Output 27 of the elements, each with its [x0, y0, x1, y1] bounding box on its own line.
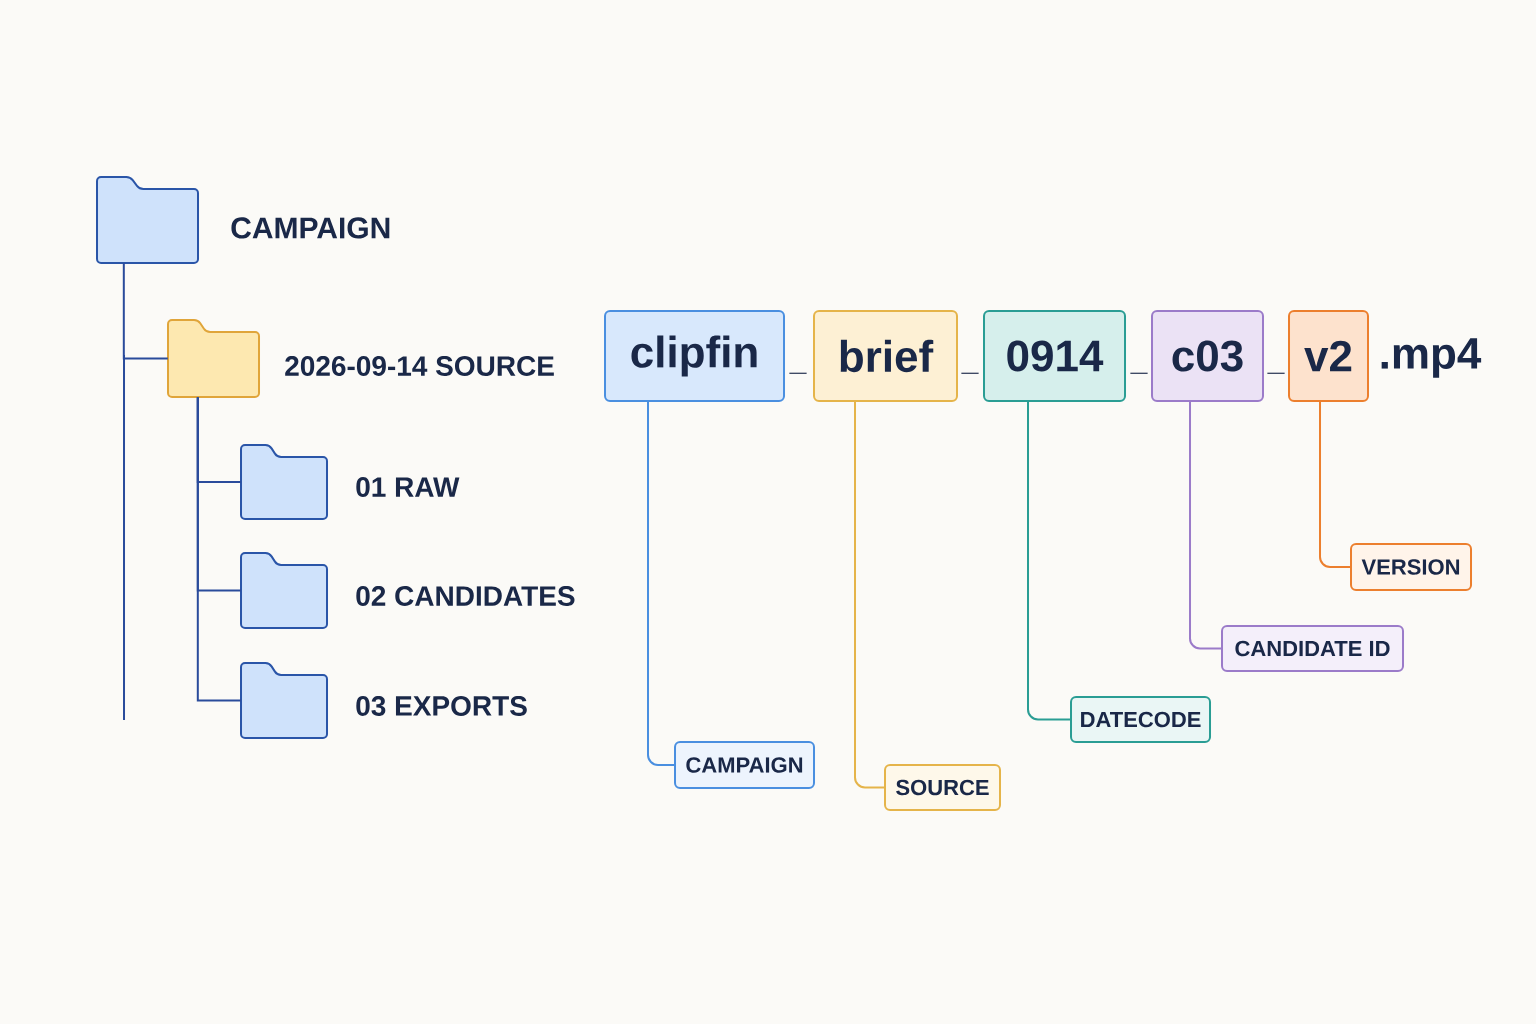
connector-line [1027, 401, 1071, 721]
separator-text: _ [1267, 372, 1285, 374]
connector-line [647, 401, 675, 766]
connector-line [1189, 401, 1222, 650]
folder-label: 2026-09-14 SOURCE [285, 356, 554, 376]
name-segment-box: brief [813, 310, 958, 402]
tag-label: DATECODE [1070, 696, 1211, 743]
separator-text: _ [961, 372, 979, 374]
tag-label: VERSION [1350, 543, 1472, 591]
separator-text: _ [789, 372, 807, 374]
separator-text: _ [1130, 372, 1148, 374]
connector-line [854, 401, 885, 789]
folder-label: 02 CANDIDATES [356, 586, 575, 606]
tag-label: CANDIDATE ID [1221, 625, 1404, 672]
folder-label: CAMPAIGN [231, 217, 390, 239]
folder-label: 03 EXPORTS [356, 696, 527, 716]
name-segment-box: clipfin [604, 310, 785, 402]
connector-line [196, 396, 242, 702]
name-segment-box: v2 [1288, 310, 1369, 402]
file-extension: .mp4 [1381, 338, 1482, 378]
folder-label: 01 RAW [356, 477, 460, 497]
connector-line [122, 262, 169, 360]
name-segment-box: c03 [1151, 310, 1264, 402]
name-segment-box: 0914 [983, 310, 1126, 402]
tag-label: SOURCE [884, 764, 1001, 811]
tag-label: CAMPAIGN [674, 741, 815, 789]
connector-line [1319, 401, 1351, 568]
